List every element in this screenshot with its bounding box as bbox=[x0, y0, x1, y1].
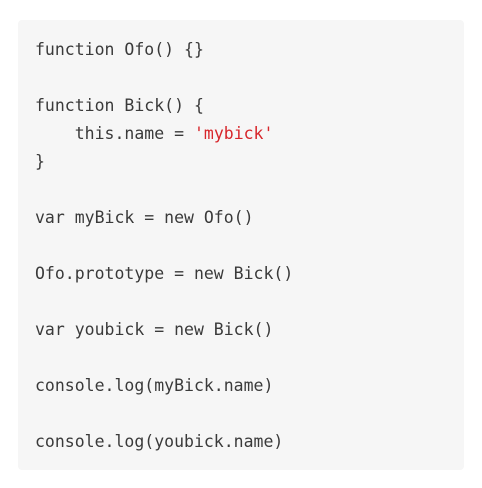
code-text: Ofo.prototype = new Bick() bbox=[35, 264, 294, 283]
code-lines: function Ofo() {} function Bick() { this… bbox=[35, 36, 293, 456]
code-text: function Ofo() {} bbox=[35, 40, 204, 59]
code-line bbox=[35, 232, 293, 260]
code-line bbox=[35, 288, 293, 316]
code-line: console.log(myBick.name) bbox=[35, 372, 293, 400]
code-text: } bbox=[35, 152, 45, 171]
string-literal: 'mybick' bbox=[193, 124, 274, 143]
code-text: function Bick() { bbox=[35, 96, 204, 115]
code-text: console.log(youbick.name) bbox=[35, 432, 284, 451]
code-text: console.log(myBick.name) bbox=[35, 376, 274, 395]
code-line bbox=[35, 64, 293, 92]
code-line bbox=[35, 344, 293, 372]
code-line: var youbick = new Bick() bbox=[35, 316, 293, 344]
code-line: function Bick() { bbox=[35, 92, 293, 120]
code-line: this.name = 'mybick' bbox=[35, 120, 293, 148]
code-line bbox=[35, 176, 293, 204]
code-block: function Ofo() {} function Bick() { this… bbox=[18, 20, 464, 470]
code-line: Ofo.prototype = new Bick() bbox=[35, 260, 293, 288]
code-line: console.log(youbick.name) bbox=[35, 428, 293, 456]
code-line: } bbox=[35, 148, 293, 176]
code-text: var myBick = new Ofo() bbox=[35, 208, 254, 227]
code-text: this.name = bbox=[35, 124, 194, 143]
code-line bbox=[35, 400, 293, 428]
code-text: var youbick = new Bick() bbox=[35, 320, 274, 339]
code-line: var myBick = new Ofo() bbox=[35, 204, 293, 232]
code-line: function Ofo() {} bbox=[35, 36, 293, 64]
